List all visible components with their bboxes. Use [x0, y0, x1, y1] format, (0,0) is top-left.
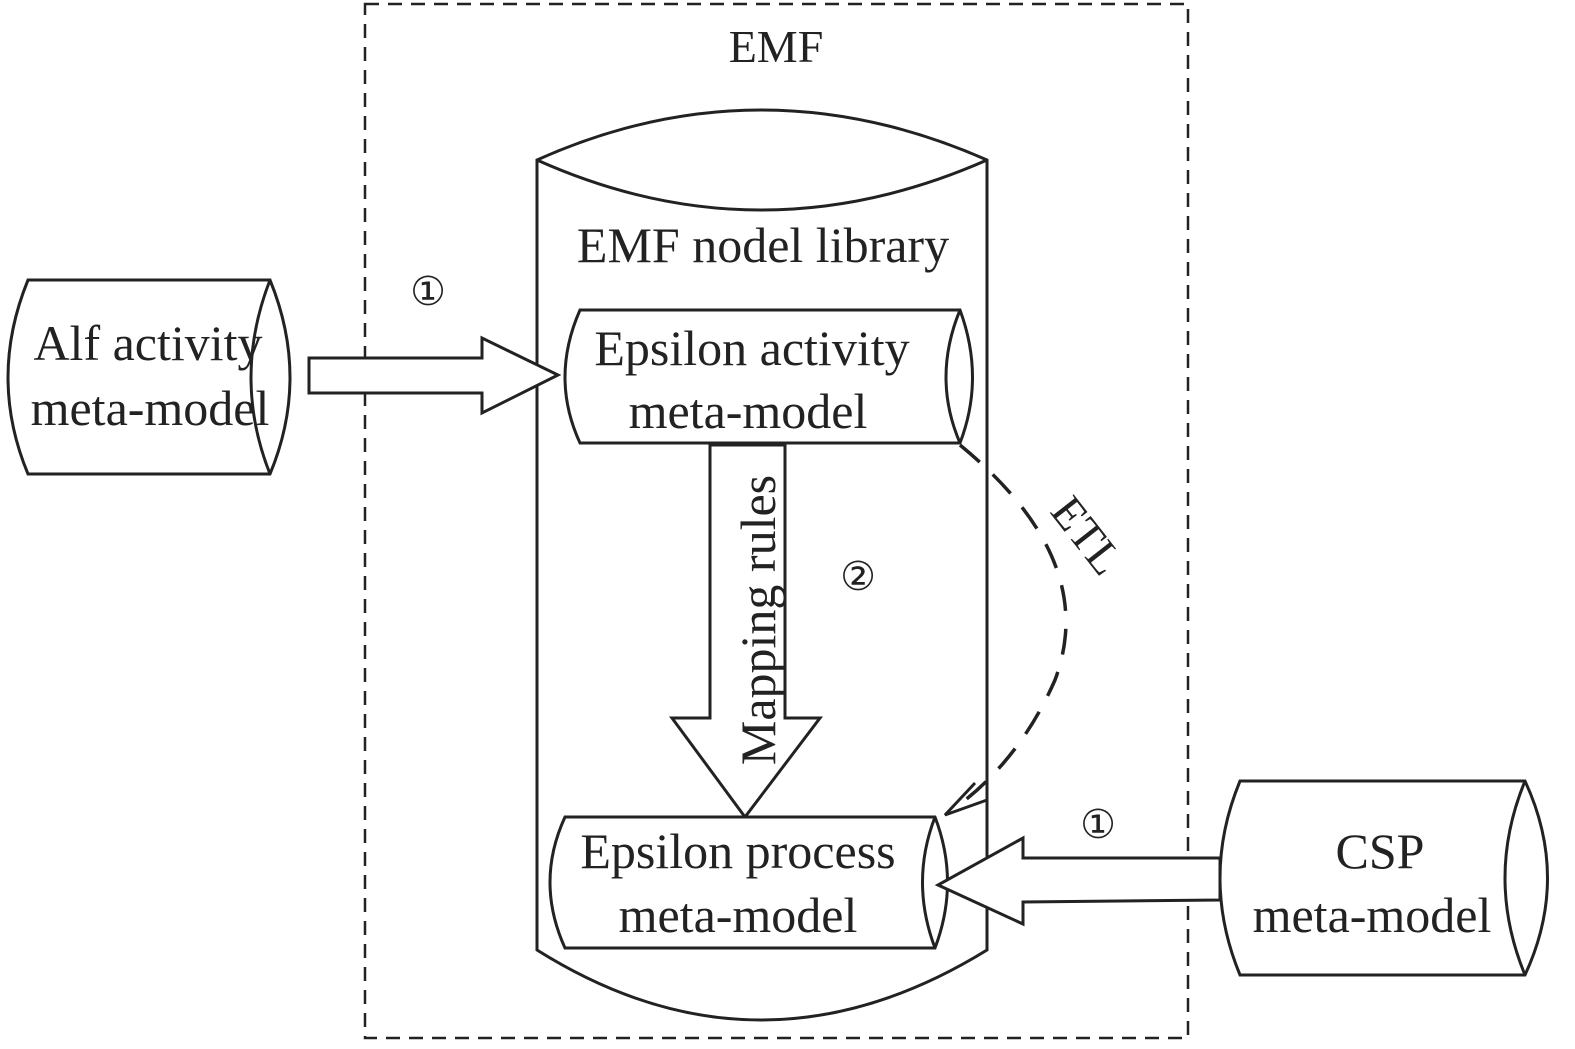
node-epsilon-process-metamodel[interactable]: Epsilon process meta-model — [548, 815, 949, 950]
epsilon-process-label-line1: Epsilon process — [580, 823, 895, 879]
epsilon-process-label-line2: meta-model — [619, 887, 858, 943]
alf-label-line1: Alf activity — [33, 315, 262, 371]
step-marker-1-right: ① — [1080, 802, 1116, 847]
csp-label-line2: meta-model — [1253, 887, 1492, 943]
etl-arrowhead — [943, 781, 988, 817]
arrow-alf-to-epsilon-activity — [307, 335, 562, 416]
emf-container — [363, 2, 1190, 1040]
mapping-rules-label: Mapping rules — [730, 475, 786, 765]
epsilon-activity-label-line1: Epsilon activity — [594, 320, 909, 376]
csp-label-line1: CSP — [1336, 823, 1425, 879]
etl-label: ETL — [1041, 487, 1133, 585]
arrow-csp-to-epsilon-process — [934, 835, 1222, 927]
arrow-mapping-rules — [669, 443, 824, 820]
step-marker-2: ② — [840, 554, 876, 599]
etl-dashed-arrow — [953, 443, 1068, 810]
emf-label: EMF — [729, 21, 824, 72]
epsilon-activity-label-line2: meta-model — [629, 383, 868, 439]
node-alf-activity-metamodel[interactable]: Alf activity meta-model — [6, 278, 292, 476]
node-csp-metamodel[interactable]: CSP meta-model — [1218, 779, 1549, 977]
library-label: EMF nodel library — [577, 217, 949, 273]
alf-label-line2: meta-model — [31, 380, 270, 436]
step-marker-1-left: ① — [410, 269, 446, 314]
node-epsilon-activity-metamodel[interactable]: Epsilon activity meta-model — [563, 308, 974, 445]
